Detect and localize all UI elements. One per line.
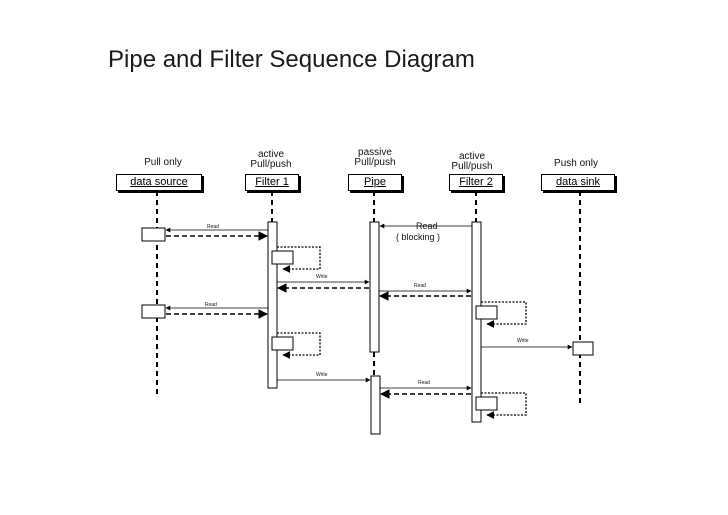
participant-label: data sink bbox=[555, 176, 601, 188]
activation-pipe-1 bbox=[369, 221, 380, 353]
activation-filter1 bbox=[267, 221, 278, 389]
participant-label: Filter 2 bbox=[459, 176, 493, 188]
msg-label-6: Write bbox=[517, 338, 529, 344]
self-call-filter1-2 bbox=[277, 332, 321, 359]
activation-source-1 bbox=[141, 227, 166, 242]
participant-label: data source bbox=[130, 176, 188, 188]
msg-label-5: Read bbox=[205, 302, 217, 308]
participant-pipe: Pipe bbox=[348, 174, 402, 191]
activation-filter2-self-2 bbox=[475, 396, 498, 411]
self-call-filter2-2 bbox=[481, 392, 527, 419]
msg-label-7: Write bbox=[316, 372, 328, 378]
role-label-filter1: active Pull/push bbox=[250, 149, 292, 170]
activation-sink bbox=[572, 341, 594, 356]
self-call-filter1-1 bbox=[277, 246, 321, 273]
participant-label: Filter 1 bbox=[255, 176, 289, 188]
participant-data-sink: data sink bbox=[541, 174, 615, 191]
msg-label-4: Read bbox=[414, 283, 426, 289]
participant-label: Pipe bbox=[363, 176, 387, 188]
self-call-filter2-1 bbox=[481, 301, 527, 328]
participant-filter-1: Filter 1 bbox=[245, 174, 299, 191]
activation-filter1-self-2 bbox=[271, 336, 294, 351]
msg-label-8: Read bbox=[418, 380, 430, 386]
activation-filter2 bbox=[471, 221, 482, 423]
activation-filter1-self-1 bbox=[271, 250, 294, 265]
role-label-sink: Push only bbox=[554, 158, 598, 169]
role-label-source: Pull only bbox=[144, 157, 182, 168]
msg-label-1: Read bbox=[207, 224, 219, 230]
msg-label-3: Write bbox=[316, 274, 328, 280]
participant-data-source: data source bbox=[116, 174, 202, 191]
msg-label-2: Read bbox=[416, 221, 438, 231]
role-label-pipe: passive Pull/push bbox=[354, 147, 396, 168]
activation-source-2 bbox=[141, 304, 166, 319]
diagram-title: Pipe and Filter Sequence Diagram bbox=[108, 46, 475, 73]
activation-pipe-2 bbox=[370, 375, 381, 435]
msg-label-2-blocking: ( blocking ) bbox=[396, 232, 441, 242]
participant-filter-2: Filter 2 bbox=[449, 174, 503, 191]
role-label-filter2: active Pull/push bbox=[451, 151, 493, 172]
activation-filter2-self-1 bbox=[475, 305, 498, 320]
